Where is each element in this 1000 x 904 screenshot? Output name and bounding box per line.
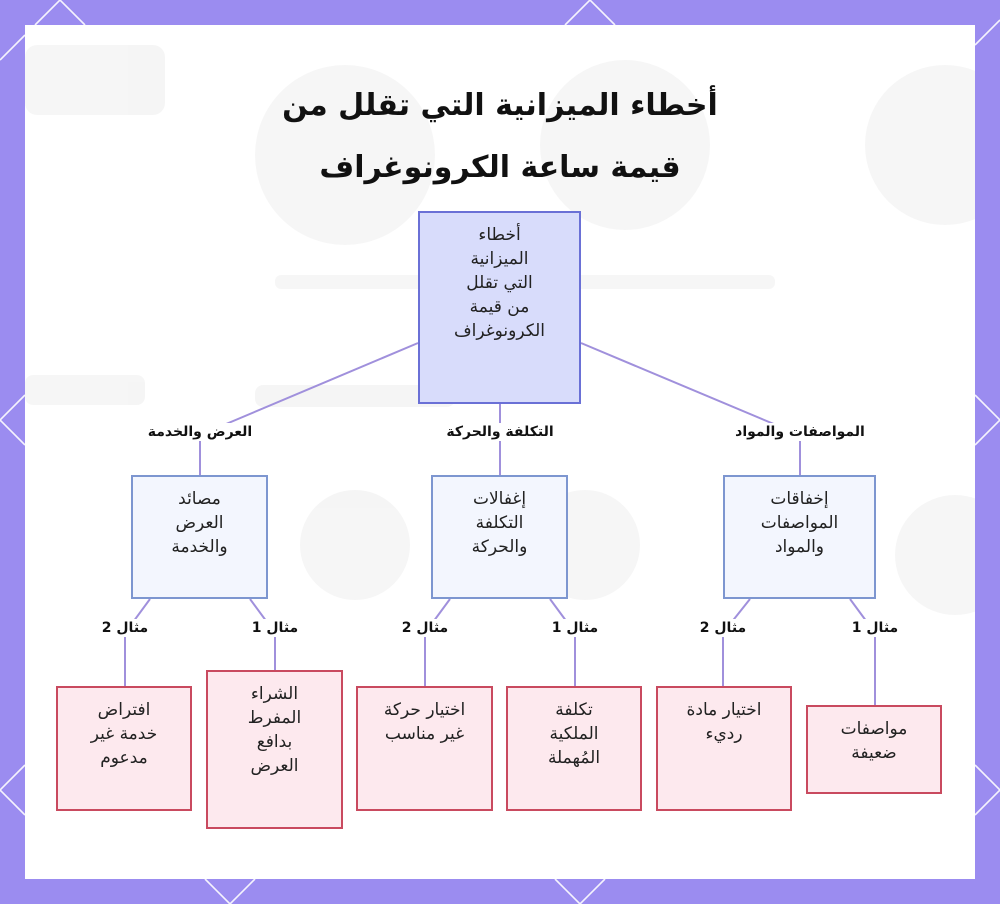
example-label: الشراء المفرط بدافع العرض <box>247 684 302 776</box>
connector-line <box>580 342 801 475</box>
example-node-weak-specs: مواصفات ضعيفة <box>806 705 942 794</box>
example-node-wrong-movement: اختيار حركة غير مناسب <box>356 686 493 811</box>
category-label: إغفالات التكلفة والحركة <box>471 489 528 557</box>
root-node-label: أخطاء الميزانية التي تقلل من قيمة الكرون… <box>454 225 546 341</box>
edge-label-example: مثال 1 <box>248 619 302 637</box>
category-label: إخفاقات المواصفات والمواد <box>760 489 839 557</box>
category-node-specs-materials: إخفاقات المواصفات والمواد <box>723 475 876 599</box>
connector-line <box>722 598 751 686</box>
edge-label-example: مثال 2 <box>696 619 750 637</box>
category-label: مصائد العرض والخدمة <box>171 489 228 557</box>
edge-label-example: مثال 2 <box>398 619 452 637</box>
example-label: اختيار حركة غير مناسب <box>383 700 466 744</box>
root-node: أخطاء الميزانية التي تقلل من قيمة الكرون… <box>418 211 581 404</box>
example-node-offer-driven-overbuying: الشراء المفرط بدافع العرض <box>206 670 343 829</box>
example-label: اختيار مادة رديء <box>686 700 762 744</box>
example-node-unsupported-service: افتراض خدمة غير مدعوم <box>56 686 192 811</box>
example-node-ignored-ownership-cost: تكلفة الملكية المُهملة <box>506 686 642 811</box>
edge-label-offer-service: العرض والخدمة <box>144 423 256 441</box>
diagram-canvas: أخطاء الميزانية التي تقلل من قيمة ساعة ا… <box>25 25 975 879</box>
edge-label-specs-materials: المواصفات والمواد <box>732 423 868 441</box>
connector-line <box>424 598 451 686</box>
edge-label-example: مثال 2 <box>98 619 152 637</box>
category-node-offer-service: مصائد العرض والخدمة <box>131 475 268 599</box>
edge-label-cost-movement: التكلفة والحركة <box>443 423 557 441</box>
example-label: مواصفات ضعيفة <box>840 719 908 763</box>
example-label: افتراض خدمة غير مدعوم <box>90 700 158 768</box>
connector-line <box>124 598 151 686</box>
example-node-poor-material: اختيار مادة رديء <box>656 686 792 811</box>
connector-line <box>849 598 876 705</box>
edge-label-example: مثال 1 <box>848 619 902 637</box>
diagram-title: أخطاء الميزانية التي تقلل من قيمة ساعة ا… <box>282 88 718 185</box>
example-label: تكلفة الملكية المُهملة <box>547 700 601 768</box>
category-node-cost-movement: إغفالات التكلفة والحركة <box>431 475 568 599</box>
connector-line <box>199 342 419 475</box>
edge-label-example: مثال 1 <box>548 619 602 637</box>
connector-line <box>549 598 576 686</box>
